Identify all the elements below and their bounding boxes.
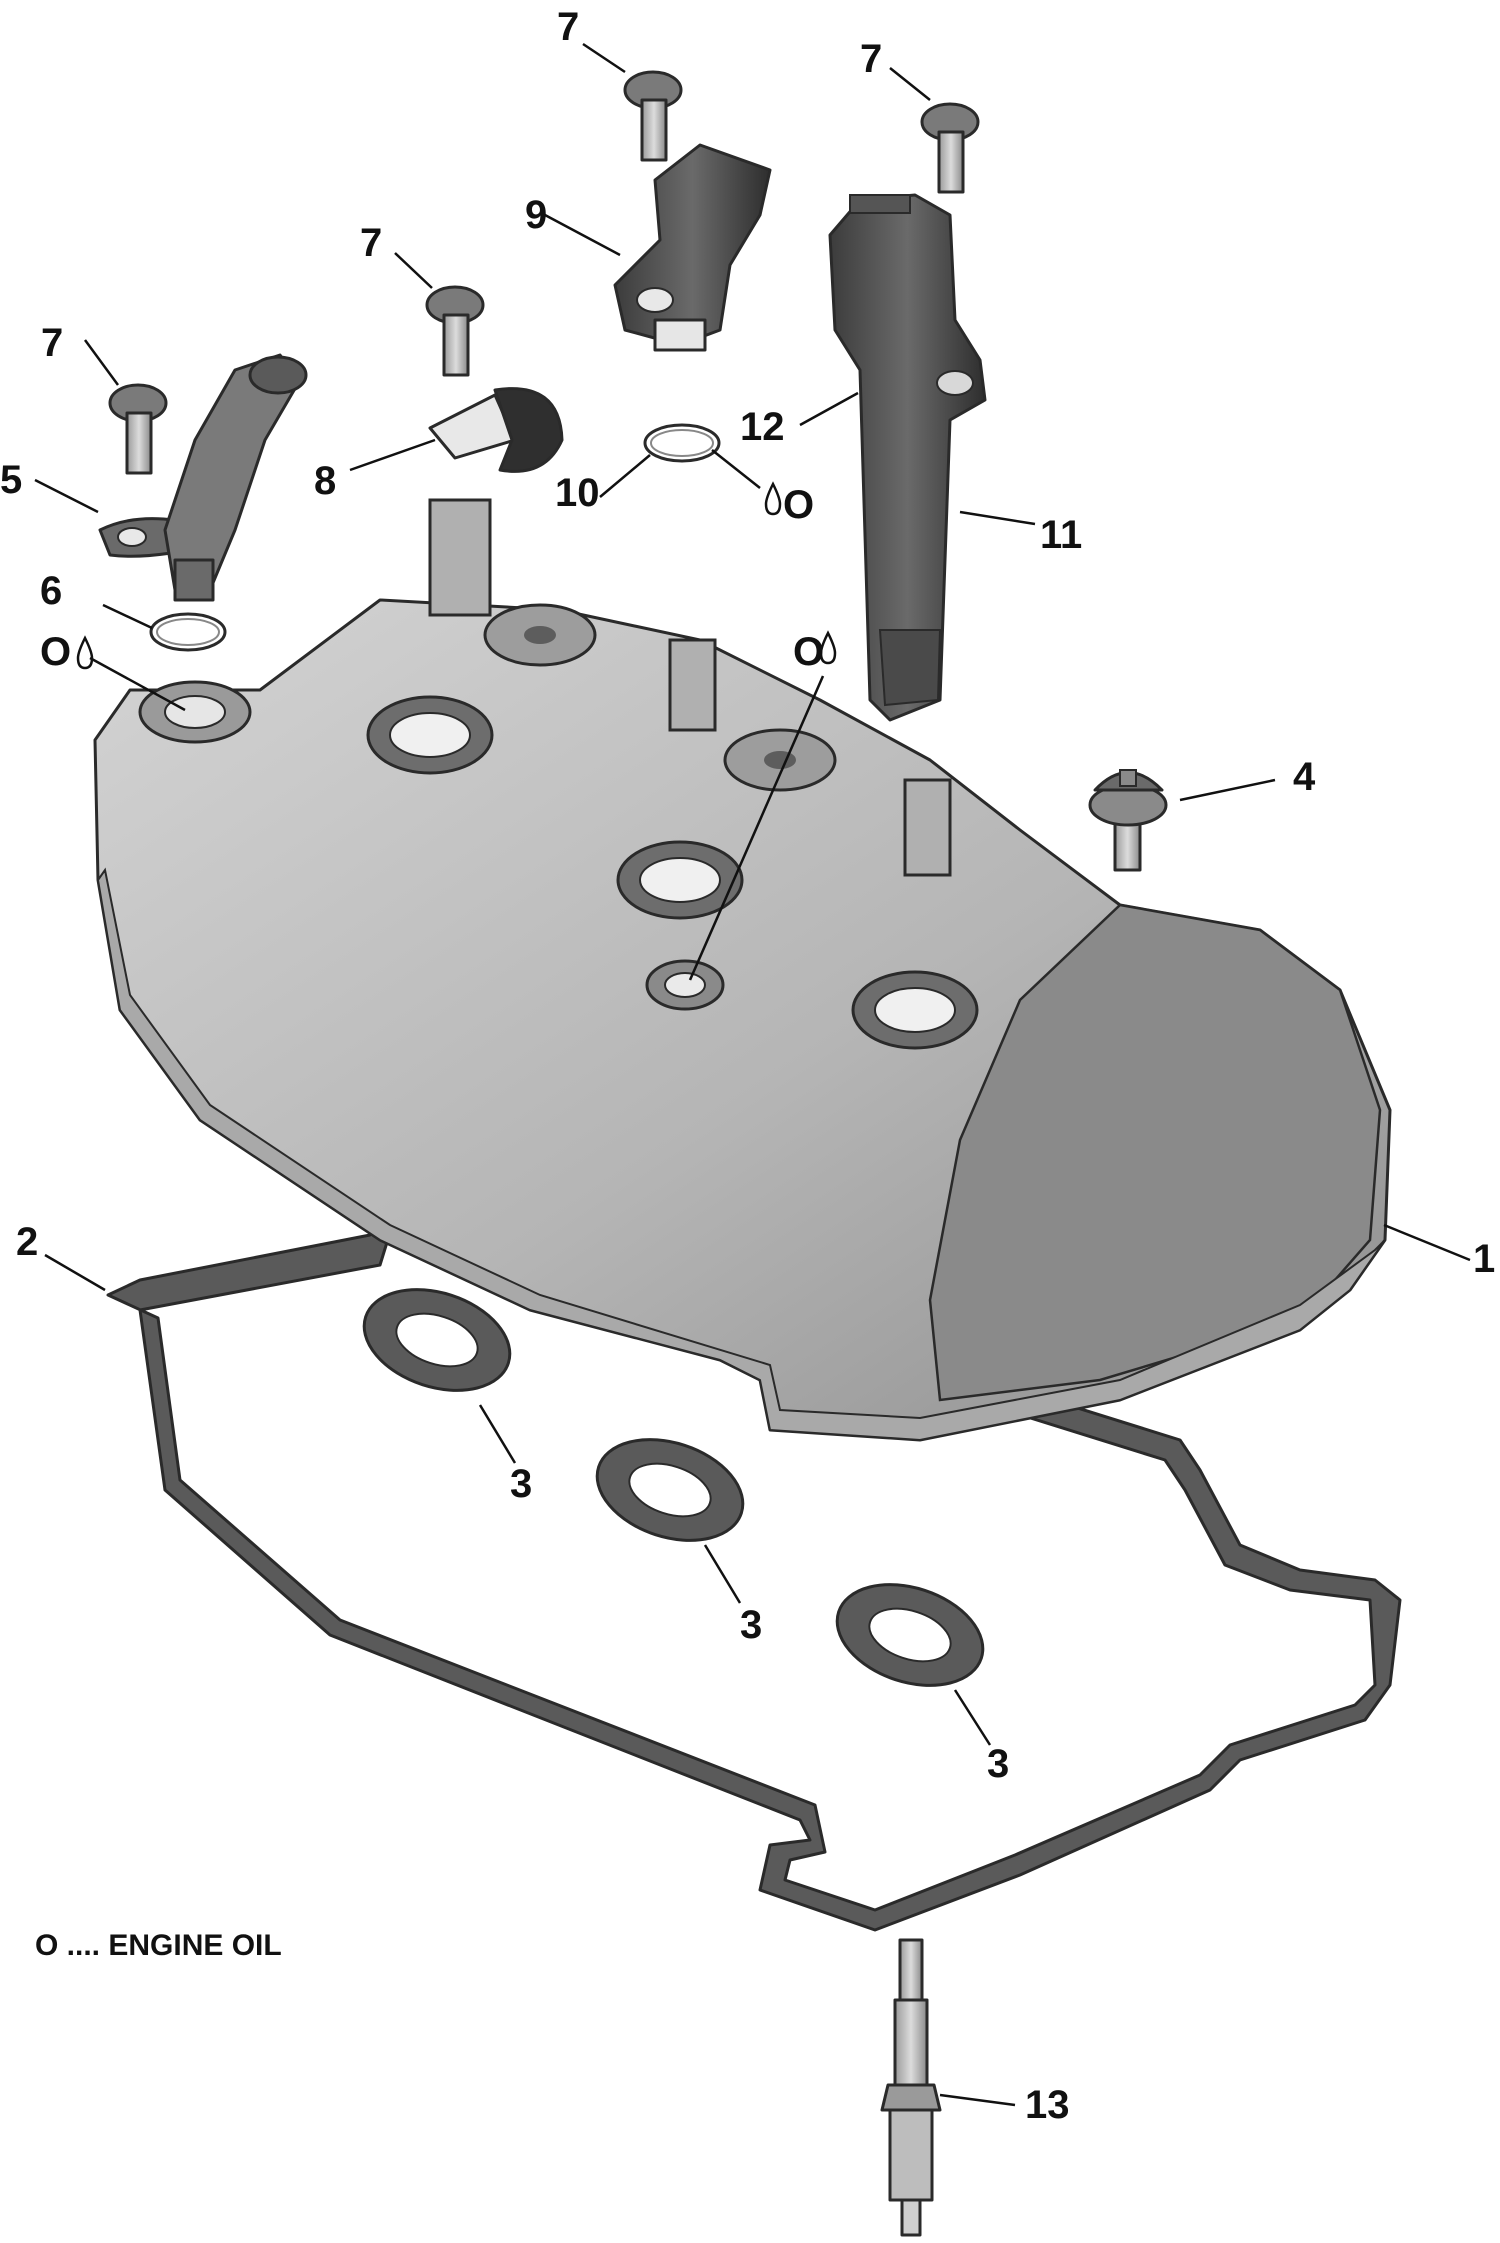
callout-10: 10 bbox=[555, 471, 600, 515]
leader-lines bbox=[34, 42, 1471, 2107]
oil-mark-10: O bbox=[783, 483, 814, 527]
oil-drop-icon bbox=[764, 481, 782, 516]
callout-7a: 7 bbox=[557, 5, 579, 49]
spark-plug bbox=[880, 1938, 942, 2237]
outlet-elbow bbox=[98, 353, 308, 602]
oil-mark-center: O bbox=[793, 630, 824, 674]
oil-mark-labels: O O O bbox=[40, 483, 824, 674]
callout-6: 6 bbox=[40, 569, 62, 613]
callout-5: 5 bbox=[0, 458, 22, 502]
o-ring-6 bbox=[149, 612, 227, 652]
camshaft-sensor bbox=[613, 143, 772, 352]
oil-drop-icon bbox=[819, 630, 837, 665]
callout-3c: 3 bbox=[987, 1742, 1009, 1786]
o-ring-10 bbox=[643, 423, 721, 463]
callout-8: 8 bbox=[314, 459, 336, 503]
callout-7c: 7 bbox=[360, 221, 382, 265]
callout-7d: 7 bbox=[41, 321, 63, 365]
callout-7b: 7 bbox=[860, 37, 882, 81]
callout-3b: 3 bbox=[740, 1603, 762, 1647]
breather-plug bbox=[1088, 769, 1168, 872]
callout-13: 13 bbox=[1025, 2083, 1070, 2127]
bolt-7b bbox=[920, 102, 980, 194]
callout-11: 11 bbox=[1040, 513, 1082, 557]
oil-mark-6: O bbox=[40, 630, 71, 674]
bolt-7d bbox=[108, 383, 168, 475]
bolt-7a bbox=[623, 70, 683, 162]
bolt-7c bbox=[425, 285, 485, 377]
valve-cover-gasket bbox=[106, 1118, 1402, 1932]
hose-clip bbox=[428, 387, 564, 473]
callout-3a: 3 bbox=[510, 1462, 532, 1506]
legend-engine-oil: O .... ENGINE OIL bbox=[35, 1929, 282, 1962]
oil-drop-icon bbox=[76, 635, 94, 670]
callout-2: 2 bbox=[16, 1220, 38, 1264]
ignition-coil bbox=[828, 193, 987, 722]
seal-ring-1 bbox=[362, 1288, 512, 1392]
seal-ring-2 bbox=[595, 1438, 745, 1542]
callout-labels: 1 2 3 3 3 4 5 6 7 7 7 7 8 9 10 11 12 13 bbox=[0, 5, 1495, 2127]
callout-12: 12 bbox=[740, 405, 785, 449]
callout-1: 1 bbox=[1473, 1237, 1495, 1281]
valve-cover bbox=[93, 498, 1392, 1442]
seal-ring-3 bbox=[835, 1583, 985, 1687]
callout-9: 9 bbox=[525, 193, 547, 237]
callout-4: 4 bbox=[1293, 755, 1316, 799]
